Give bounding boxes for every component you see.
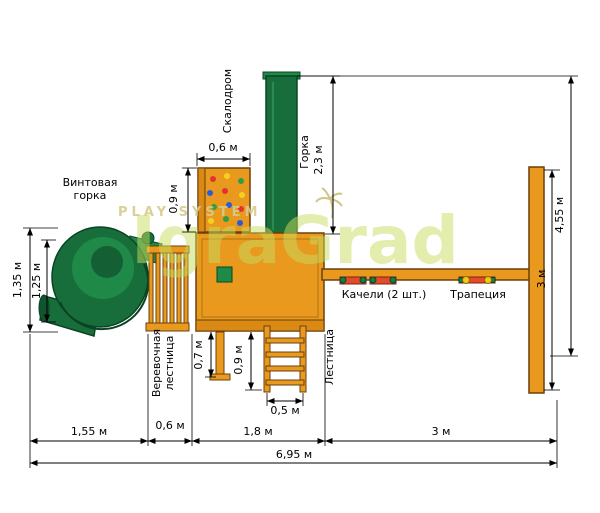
dim-label-wall-width: 0,6 м [208, 141, 237, 154]
tower-accessory [216, 266, 233, 283]
label-spiral-slide-line2: горка [74, 189, 107, 202]
dim-label-wall-height: 0,9 м [167, 184, 180, 213]
dim-label-span-spiral: 1,55 м [71, 425, 107, 438]
label-swings: Качели (2 шт.) [342, 288, 427, 301]
swing-rope-end [369, 276, 377, 284]
rope-ladder [145, 245, 190, 332]
swing-2 [369, 276, 397, 285]
ladder-right-rail [299, 325, 307, 393]
label-rope-ladder-line2: лестница [163, 336, 176, 391]
dim-label-step-height: 0,7 м [192, 340, 205, 369]
dim-label-total-span: 6,95 м [276, 448, 312, 461]
label-slide: Горка [298, 135, 311, 169]
dim-label-spiral-height-1: 1,35 м [11, 262, 24, 298]
climbing-holds [207, 173, 245, 226]
dim-label-overall-height: 4,55 м [553, 197, 566, 233]
label-spiral-slide-line1: Винтовая [63, 176, 118, 189]
dimension-lines: 0,6 м 2,3 м Горка 4,55 м 3 м 0,9 м 1,35 … [11, 75, 578, 468]
dim-label-spiral-height-2: 1,25 м [30, 263, 43, 299]
ladder-rung [265, 351, 305, 358]
ladder-rung [265, 379, 305, 386]
component-labels: Винтовая горка Скалодром Веревочная лест… [63, 69, 506, 397]
label-ladder: Лестница [323, 329, 336, 385]
dim-label-span-swings: 3 м [432, 425, 451, 438]
ladder-rung [265, 365, 305, 372]
ladder [263, 325, 307, 393]
tower-floor-band [195, 319, 325, 332]
dim-label-slide-height: 2,3 м [312, 145, 325, 174]
trapeze-bar [458, 276, 496, 284]
label-climbing-wall: Скалодром [221, 69, 234, 133]
tower-platform [195, 232, 325, 332]
spiral-slide-swirl-line [59, 263, 150, 331]
trapeze-ring [462, 276, 470, 284]
spiral-slide-swirl-center [91, 246, 123, 278]
spiral-slide-knob [141, 231, 155, 245]
climbing-wall [197, 167, 251, 233]
structure [38, 71, 545, 394]
slide [262, 71, 301, 237]
swing-1 [339, 276, 367, 285]
dim-label-span-rope-ladder: 0,6 м [155, 419, 184, 432]
tower-inner-frame [201, 238, 319, 318]
label-trapeze: Трапеция [449, 288, 506, 301]
dim-label-ladder-width: 0,5 м [270, 404, 299, 417]
dim-label-ladder-height: 0,9 м [232, 345, 245, 374]
ladder-rung [265, 337, 305, 344]
climbing-wall-post [197, 167, 206, 233]
slide-chute [265, 75, 298, 237]
watermark-brand: IgraGrad [131, 202, 458, 279]
swing-rope-end [389, 276, 397, 284]
step-post-bar [215, 331, 225, 375]
trapeze-ring [484, 276, 492, 284]
swing-rope-end [359, 276, 367, 284]
ladder-left-rail [263, 325, 271, 393]
tower-panel [195, 232, 325, 332]
rope-ladder-bottom-rail [145, 322, 190, 332]
dim-label-post-height: 3 м [535, 270, 548, 289]
label-rope-ladder-line1: Веревочная [150, 329, 163, 397]
right-post [528, 166, 545, 394]
swing-rope-end [339, 276, 347, 284]
dim-label-span-tower: 1,8 м [243, 425, 272, 438]
